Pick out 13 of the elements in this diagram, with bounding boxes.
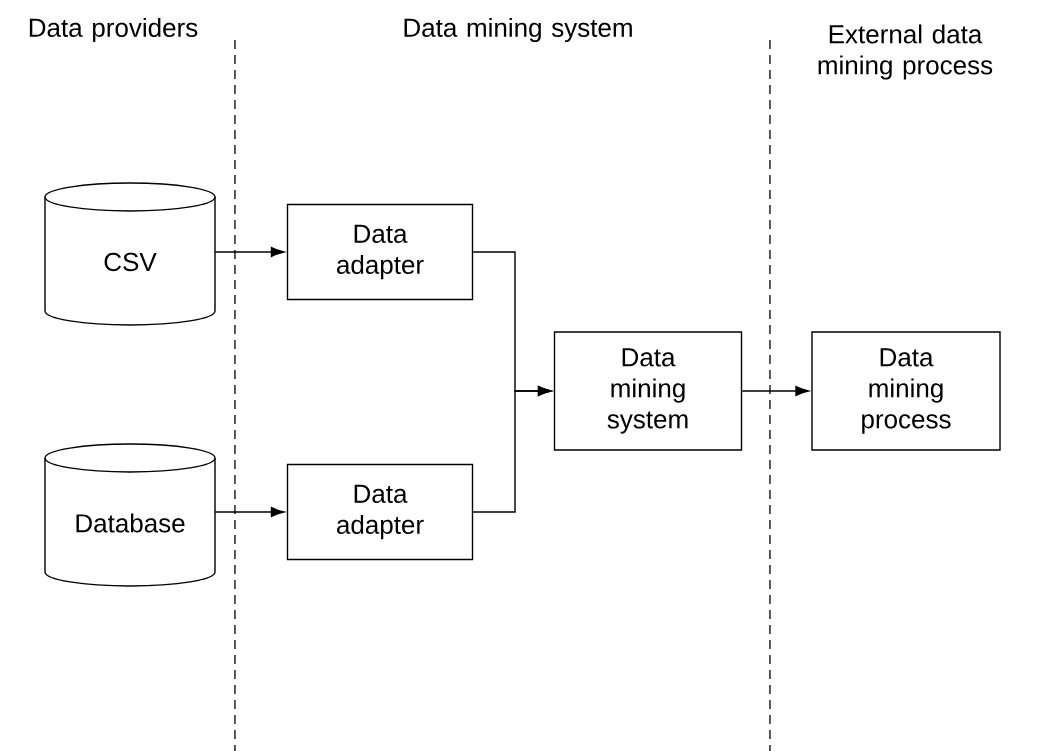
column-heading: External data mining process	[818, 24, 993, 80]
process-box: Data mining process	[811, 331, 1001, 451]
process-box: Data adapter	[286, 203, 474, 301]
process-box: Data mining system	[553, 331, 743, 451]
process-box: Data adapter	[286, 463, 474, 561]
arrow	[214, 506, 285, 518]
arrow	[214, 246, 285, 258]
arrow	[741, 385, 809, 397]
column-heading: Data providers	[29, 17, 198, 43]
column-heading: Data mining system	[404, 17, 632, 43]
arrow	[472, 385, 552, 513]
cylinder: CSV	[44, 182, 216, 326]
cylinder: Database	[44, 443, 216, 587]
